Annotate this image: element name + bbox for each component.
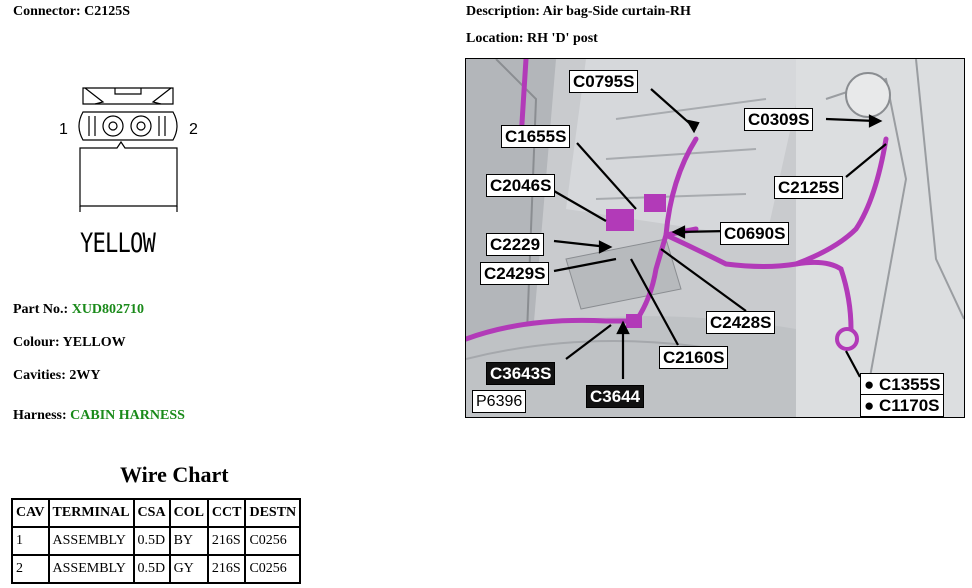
col-header-cct: CCT: [206, 498, 247, 528]
cell-cct: 216S: [206, 526, 247, 556]
cell-destn: C0256: [244, 526, 302, 556]
col-header-destn: DESTN: [244, 498, 302, 528]
wire-chart-table: CAV TERMINAL CSA COL CCT DESTN 1 ASSEMBL…: [11, 498, 302, 584]
location-photo: C0795S C1655S C0309S C2046S C2125S C0690…: [465, 58, 965, 418]
location-label: Location: RH 'D' post: [466, 31, 598, 46]
part-number-link[interactable]: XUD802710: [71, 302, 145, 317]
colour-label: Colour: YELLOW: [13, 335, 126, 350]
col-header-cav: CAV: [11, 498, 50, 528]
connector-label: Connector: C2125S: [13, 4, 131, 19]
col-header-csa: CSA: [132, 498, 171, 528]
connector-color-caption: YELLOW: [80, 228, 156, 259]
cell-terminal: ASSEMBLY: [47, 554, 135, 584]
col-header-col: COL: [168, 498, 209, 528]
cell-cav: 2: [11, 554, 50, 584]
table-row: 2 ASSEMBLY 0.5D GY 216S C0256: [11, 554, 302, 584]
cell-destn: C0256: [244, 554, 302, 584]
callout-c1170s-text: C1170S: [879, 396, 940, 415]
callout-c2428s: C2428S: [706, 311, 776, 334]
cell-cct: 216S: [206, 554, 247, 584]
callout-c1655s: C1655S: [501, 125, 571, 148]
callout-c3643s: C3643S: [486, 362, 556, 385]
cavities-label: Cavities: 2WY: [13, 368, 101, 383]
pin-1-label: 1: [59, 121, 68, 138]
callout-c2429s: C2429S: [480, 262, 550, 285]
description-label: Description: Air bag-Side curtain-RH: [466, 4, 691, 19]
callout-c0795s: C0795S: [569, 70, 639, 93]
callout-c1355s-text: C1355S: [879, 375, 941, 394]
harness-row: Harness: CABIN HARNESS: [13, 408, 185, 424]
cell-terminal: ASSEMBLY: [47, 526, 135, 556]
cell-col: BY: [168, 526, 209, 556]
callout-c0690s: C0690S: [720, 222, 790, 245]
cell-col: GY: [168, 554, 209, 584]
table-row: 1 ASSEMBLY 0.5D BY 216S C0256: [11, 526, 302, 556]
callout-c2046s: C2046S: [486, 174, 556, 197]
harness-link[interactable]: CABIN HARNESS: [70, 408, 185, 423]
part-number-label: Part No.:: [13, 302, 72, 317]
cell-cav: 1: [11, 526, 50, 556]
vehicle-interior-illustration: [466, 59, 964, 417]
pin-2-label: 2: [189, 121, 198, 138]
wire-chart-header-row: CAV TERMINAL CSA COL CCT DESTN: [11, 498, 302, 528]
part-number-row: Part No.: XUD802710: [13, 302, 144, 318]
callout-c2160s: C2160S: [659, 346, 729, 369]
callout-c2125s: C2125S: [774, 176, 844, 199]
callout-c2229: C2229: [486, 233, 545, 256]
callout-c3644: C3644: [586, 385, 645, 408]
callout-c1355s: ● C1355S: [860, 373, 945, 396]
col-header-terminal: TERMINAL: [47, 498, 135, 528]
callout-c1170s: ● C1170S: [860, 394, 944, 417]
cell-csa: 0.5D: [132, 526, 171, 556]
callout-c0309s: C0309S: [744, 108, 814, 131]
wire-chart-title: Wire Chart: [120, 462, 229, 487]
photo-id-label: P6396: [472, 390, 527, 413]
connector-face-drawing: 1 2: [59, 87, 198, 212]
cell-csa: 0.5D: [132, 554, 171, 584]
harness-label: Harness:: [13, 408, 71, 423]
